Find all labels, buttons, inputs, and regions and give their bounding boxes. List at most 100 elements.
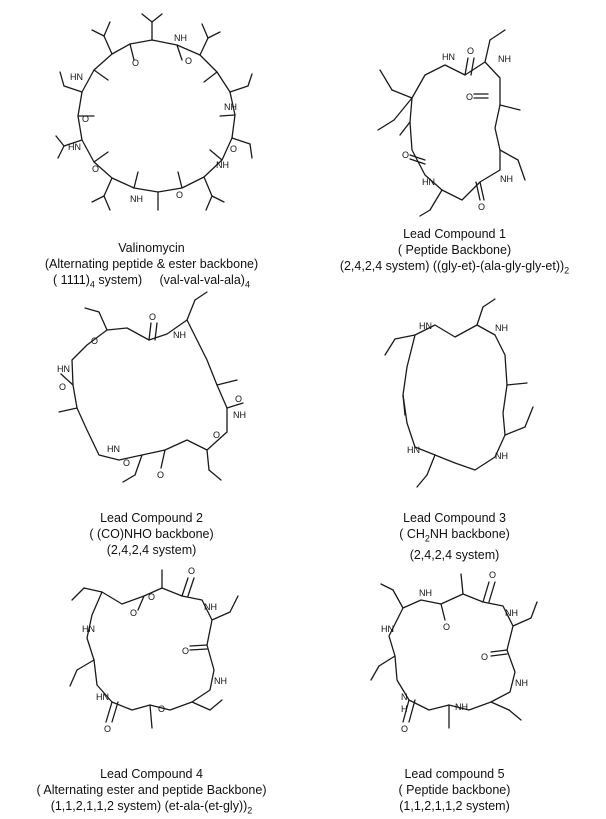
lead4-name: Lead Compound 4 <box>100 767 203 781</box>
lead2-name: Lead Compound 2 <box>100 511 203 525</box>
lead3-ring <box>401 324 508 471</box>
lead1-atom-nh-2: NH <box>500 174 513 184</box>
lead2-atom-o-4: O <box>235 394 242 404</box>
lead3-atom-hn-1: HN <box>419 321 432 331</box>
lead5-atom-h: H <box>401 704 408 714</box>
lead1-name: Lead Compound 1 <box>403 227 506 241</box>
lead2-atom-o-6: O <box>123 458 130 468</box>
lead5-atom-o-3: O <box>481 652 488 662</box>
lead4-ring <box>85 587 215 711</box>
lead3-atom-nh-2: NH <box>495 451 508 461</box>
lead1-ring <box>408 61 501 201</box>
valinomycin-atom-o-3: O <box>230 144 237 154</box>
lead4-system: (1,1,2,1,1,2 system) (et-ala-(et-gly))2 <box>50 799 253 816</box>
lead4-atom-o-3: O <box>188 566 195 576</box>
lead4-side-chains <box>68 569 239 729</box>
valinomycin-side-chains <box>54 13 253 211</box>
lead5-structure: NH O NH HN O O NH NH N H O <box>369 570 538 734</box>
valinomycin-ring <box>76 39 236 193</box>
lead4-structure: O O O NH HN O NH O HN O <box>68 566 239 734</box>
lead4-backbone: ( Alternating ester and peptide Backbone… <box>36 783 267 797</box>
lead5-atom-o-1: O <box>489 570 496 580</box>
lead5-backbone: ( Peptide backbone) <box>398 783 511 797</box>
lead1-caption: Lead Compound 1 ( Peptide Backbone) (2,4… <box>303 226 606 279</box>
valinomycin-atom-o-2: O <box>132 58 139 68</box>
lead2-atom-o-1: O <box>149 312 156 322</box>
lead5-name: Lead compound 5 <box>404 767 505 781</box>
valinomycin-atom-o-4: O <box>176 190 183 200</box>
valinomycin-backbone: (Alternating peptide & ester backbone) <box>44 257 259 271</box>
lead3-structure: HN NH HN NH <box>383 298 534 488</box>
lead1-side-chains <box>376 29 526 217</box>
valinomycin-atom-nh-4: NH <box>130 194 143 204</box>
valinomycin-structure: NH NH NH NH HN HN O O O O O O <box>54 13 253 211</box>
lead1-structure: HN NH O O O HN NH O <box>376 29 526 217</box>
lead3-atom-hn-2: HN <box>407 445 420 455</box>
lead5-atom-hn-1: HN <box>381 624 394 634</box>
lead4-atom-o-5: O <box>158 704 165 714</box>
lead1-atom-hn: HN <box>442 52 455 62</box>
lead4-atom-o-2: O <box>148 592 155 602</box>
lead5-atom-n: N <box>401 692 408 702</box>
lead2-atom-o-2: O <box>91 336 98 346</box>
lead2-atom-o-7: O <box>157 470 164 480</box>
lead1-atom-nh-1: NH <box>498 54 511 64</box>
lead2-atom-nh-1: NH <box>173 330 186 340</box>
lead4-caption: Lead Compound 4 ( Alternating ester and … <box>0 766 303 819</box>
lead5-atom-nh-3: NH <box>515 678 528 688</box>
valinomycin-atom-nh-2: NH <box>224 102 237 112</box>
valinomycin-system: ( 1111)4 system) (val-val-val-ala)4 <box>53 273 250 290</box>
lead3-caption: Lead Compound 3 ( CH2NH backbone) (2,4,2… <box>303 510 606 563</box>
lead4-atom-hn-1: HN <box>82 624 95 634</box>
lead5-caption: Lead compound 5 ( Peptide backbone) (1,1… <box>303 766 606 814</box>
lead4-atom-nh-1: NH <box>204 602 217 612</box>
lead5-side-chains <box>369 573 538 729</box>
valinomycin-atom-o-6: O <box>82 114 89 124</box>
lead2-caption: Lead Compound 2 ( (CO)NHO backbone) (2,4… <box>0 510 303 558</box>
lead2-structure: O NH O HN O O NH O HN O O <box>57 291 246 483</box>
lead2-atom-nh-2: NH <box>233 410 246 420</box>
lead1-backbone: ( Peptide Backbone) <box>397 243 512 257</box>
valinomycin-atom-nh-3: NH <box>216 160 229 170</box>
lead5-system: (1,1,2,1,1,2 system) <box>399 799 510 813</box>
lead3-backbone: ( CH2NH backbone) <box>399 527 510 544</box>
valinomycin-atom-o-1: O <box>185 56 192 66</box>
valinomycin-name: Valinomycin <box>118 241 185 255</box>
valinomycin-atom-o-5: O <box>92 164 99 174</box>
lead4-atom-o-4: O <box>182 646 189 656</box>
lead4-atom-o-6: O <box>104 724 111 734</box>
lead2-atom-hn-1: HN <box>57 364 70 374</box>
lead2-atom-hn-2: HN <box>107 444 120 454</box>
lead5-atom-o-2: O <box>443 622 450 632</box>
lead1-structure-cell: HN NH O O O HN NH O <box>303 10 606 235</box>
lead2-atom-o-5: O <box>213 430 220 440</box>
lead5-atom-nh-2: NH <box>505 608 518 618</box>
lead2-ring <box>70 319 228 461</box>
lead5-structure-cell: NH O NH HN O O NH NH N H O <box>303 560 606 760</box>
valinomycin-caption: Valinomycin (Alternating peptide & ester… <box>0 240 303 293</box>
lead4-structure-cell: O O O NH HN O NH O HN O <box>0 560 303 760</box>
lead2-system: (2,4,2,4 system) <box>106 543 197 557</box>
lead3-system: (2,4,2,4 system) <box>409 547 500 562</box>
lead1-atom-o-3: O <box>402 150 409 160</box>
lead1-atom-hn-2: HN <box>422 177 435 187</box>
valinomycin-atom-hn-2: HN <box>70 72 83 82</box>
lead1-atom-o-1: O <box>467 46 474 56</box>
lead5-atom-nh-1: NH <box>419 588 432 598</box>
valinomycin-atom-nh-1: NH <box>174 33 187 43</box>
lead2-structure-cell: O NH O HN O O NH O HN O O <box>0 290 303 505</box>
lead1-atom-o-4: O <box>478 202 485 212</box>
valinomycin-structure-cell: NH NH NH NH HN HN O O O O O O <box>0 10 303 235</box>
lead1-atom-o-2: O <box>466 92 473 102</box>
lead4-atom-nh-2: NH <box>214 676 227 686</box>
lead2-atom-o-3: O <box>59 382 66 392</box>
lead5-atom-nh-4: NH <box>455 702 468 712</box>
valinomycin-atom-hn-1: HN <box>68 142 81 152</box>
lead4-atom-hn-2: HN <box>96 692 109 702</box>
lead1-system: (2,4,2,4 system) ((gly-et)-(ala-gly-gly-… <box>339 259 570 276</box>
lead3-atom-nh-1: NH <box>495 323 508 333</box>
lead5-atom-o-4: O <box>401 724 408 734</box>
lead2-side-chains <box>57 291 244 483</box>
lead4-atom-o-1: O <box>130 608 137 618</box>
lead3-name: Lead Compound 3 <box>403 511 506 525</box>
